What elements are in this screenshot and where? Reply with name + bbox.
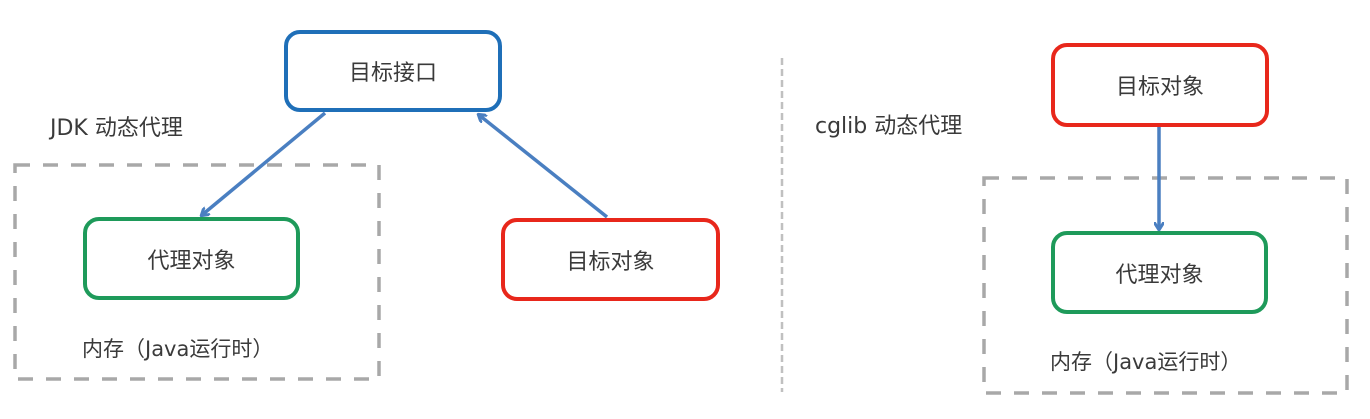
jdk-interface-node: 目标接口 <box>284 30 502 112</box>
cglib-target-node: 目标对象 <box>1051 43 1269 127</box>
jdk-target-node: 目标对象 <box>501 218 720 301</box>
jdk-interface-node-label: 目标接口 <box>348 61 437 86</box>
jdk-section-title: JDK 动态代理 <box>50 116 183 141</box>
cglib-proxy-node: 代理对象 <box>1051 231 1268 314</box>
arrow-target-to-interface <box>479 115 609 219</box>
cglib-proxy-node-label: 代理对象 <box>1115 262 1204 288</box>
cglib-section-title: cglib 动态代理 <box>815 114 963 139</box>
jdk-proxy-node-label: 代理对象 <box>147 248 236 274</box>
cglib-target-node-label: 目标对象 <box>1115 75 1204 100</box>
jdk-target-node-label: 目标对象 <box>566 249 655 275</box>
jdk-memory-label: 内存（Java运行时） <box>82 337 274 361</box>
arrow-interface-to-proxy <box>202 111 327 215</box>
cglib-memory-label: 内存（Java运行时） <box>1050 350 1242 374</box>
jdk-proxy-node: 代理对象 <box>83 217 300 300</box>
